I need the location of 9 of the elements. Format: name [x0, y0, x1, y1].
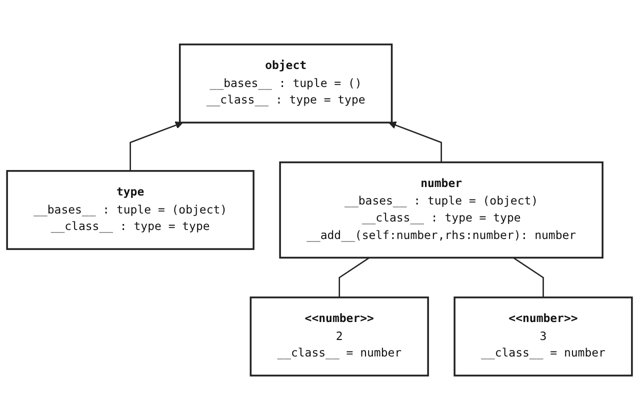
connector — [512, 257, 544, 298]
node-box: <<number>> 2 __class__ = number — [250, 296, 429, 376]
arrow — [388, 121, 442, 162]
connector — [338, 257, 370, 298]
node-box: type __bases__ : tuple = (object) __class__ : type = type — [6, 170, 254, 250]
node-box: object __bases__ : tuple = () __class__ : type = type — [178, 44, 393, 124]
arrow — [130, 121, 184, 171]
node-box: number __bases__ : tuple = (object) __class__ : type = type __add__(self:number,rhs:number): number — [279, 161, 604, 259]
node-box: <<number>> 3 __class__ = number — [454, 296, 633, 376]
